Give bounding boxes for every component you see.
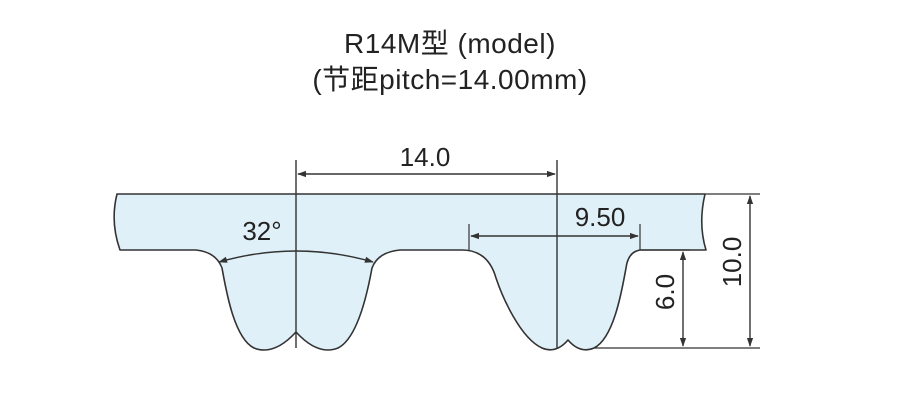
model-title: R14M型 (model) — [344, 28, 556, 59]
total-height-label: 10.0 — [717, 237, 747, 288]
tooth-height-label: 6.0 — [650, 274, 680, 310]
pitch-subtitle: (节距pitch=14.00mm) — [312, 64, 588, 95]
title-block: R14M型 (model) (节距pitch=14.00mm) — [0, 26, 900, 98]
tooth-width-label: 9.50 — [575, 202, 626, 232]
angle-arc — [218, 250, 374, 263]
pitch-dimension-label: 14.0 — [400, 142, 451, 172]
angle-label: 32° — [242, 216, 281, 246]
